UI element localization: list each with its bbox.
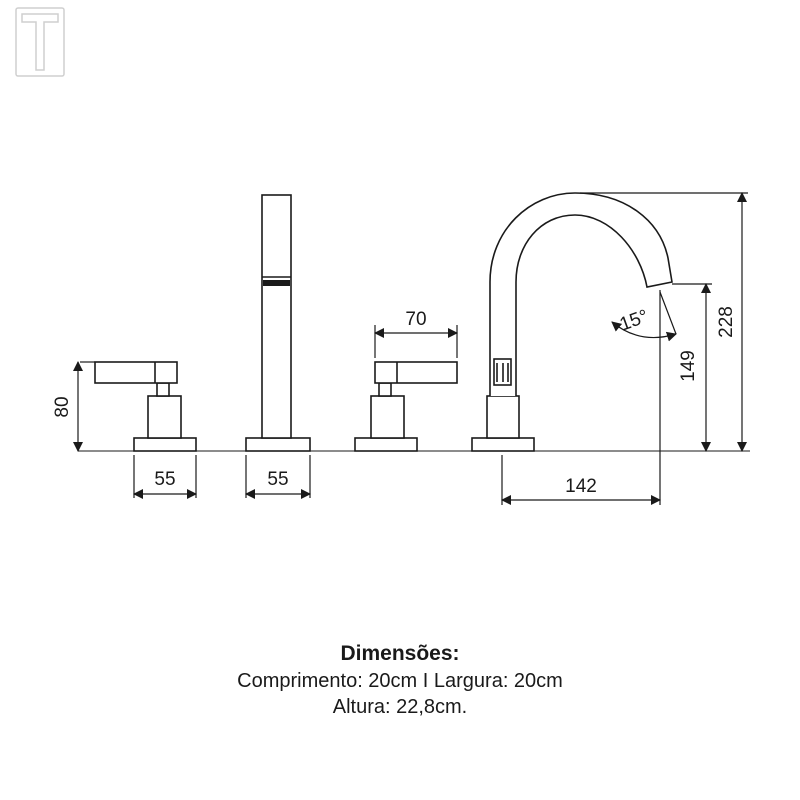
dim-spout-angle <box>611 291 677 342</box>
left-handle <box>94 361 197 452</box>
label-outlet-height: 149 <box>678 350 699 382</box>
brand-logo <box>15 7 65 77</box>
dim-shower-base-width <box>245 455 311 499</box>
right-handle <box>354 361 458 452</box>
label-shower-base-width: 55 <box>267 469 288 490</box>
caption-title: Dimensões: <box>340 642 460 665</box>
dim-lever-length <box>374 325 458 358</box>
label-lever-length: 70 <box>405 309 426 330</box>
caption-height-line: Altura: 22,8cm. <box>332 696 468 718</box>
dim-total-height <box>580 192 748 452</box>
label-left-base-width: 55 <box>154 469 175 490</box>
label-spout-reach: 142 <box>565 476 597 497</box>
caption-size-line: Comprimento: 20cm I Largura: 20cm <box>237 670 563 692</box>
dim-left-base-width <box>133 455 197 499</box>
spout <box>471 192 673 452</box>
label-spout-angle: 15° <box>617 306 651 336</box>
dim-outlet-height <box>672 283 712 452</box>
label-handle-height: 80 <box>52 396 73 417</box>
hand-shower <box>245 194 311 452</box>
dim-handle-height <box>73 361 95 452</box>
label-total-height: 228 <box>716 306 737 338</box>
